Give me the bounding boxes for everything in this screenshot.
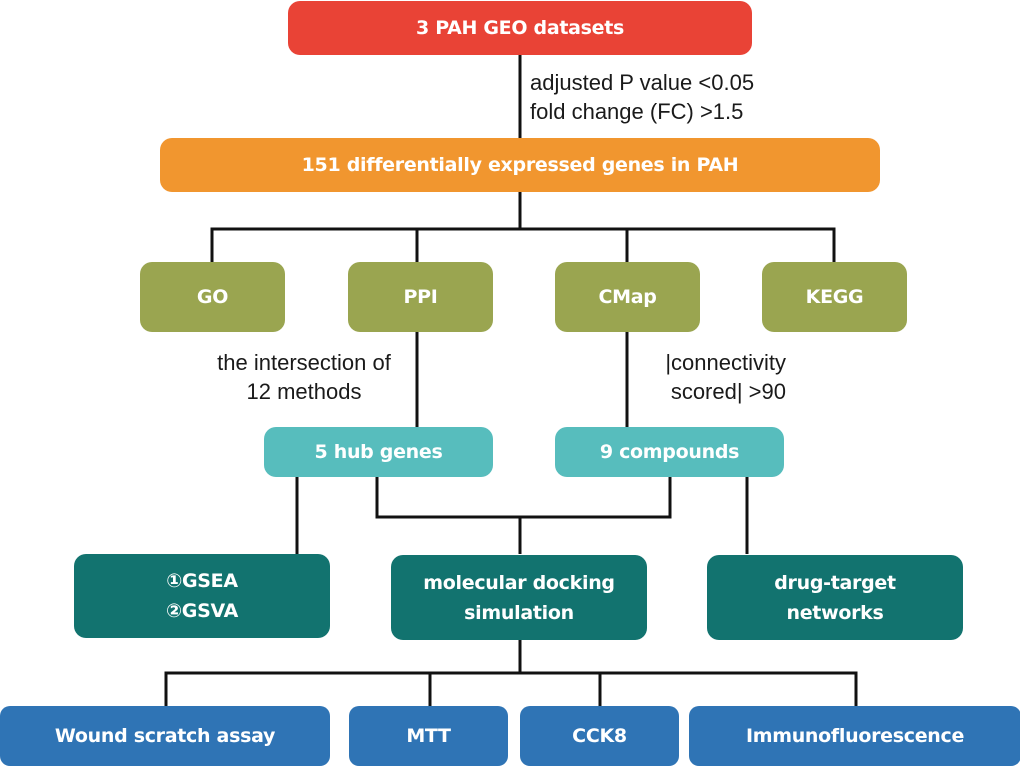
connector-hub-compounds-bus (375, 477, 672, 519)
node-mtt-label: MTT (406, 725, 451, 747)
node-mtt: MTT (349, 706, 508, 766)
node-drug-target-networks: drug-target networks (707, 555, 963, 640)
annotation-cmap-line2: scored| >90 (670, 379, 786, 404)
node-cck8-label: CCK8 (572, 725, 627, 747)
node-kegg: KEGG (762, 262, 907, 332)
annotation-ppi-line1: the intersection of (217, 350, 391, 375)
node-hub-genes-label: 5 hub genes (314, 441, 443, 463)
connector-validation-bus (164, 671, 858, 706)
annotation-deg-filter-line1: adjusted P value <0.05 (530, 70, 755, 95)
node-immunofluorescence-label: Immunofluorescence (745, 725, 965, 747)
annotation-ppi-line2: 12 methods (246, 379, 362, 404)
node-cmap-label: CMap (598, 286, 657, 308)
annotation-deg-filter: adjusted P value <0.05 fold change (FC) … (530, 68, 754, 126)
node-docking-line1: molecular docking (423, 571, 615, 594)
node-drug-target-line1: drug-target (774, 571, 896, 594)
node-ppi: PPI (348, 262, 493, 332)
node-degs: 151 differentially expressed genes in PA… (160, 138, 880, 192)
node-wound-scratch-label: Wound scratch assay (54, 725, 276, 747)
node-drug-target-line2: networks (786, 601, 884, 624)
node-gsea-gsva: ①GSEA ②GSVA (74, 554, 330, 638)
node-geo-datasets-label: 3 PAH GEO datasets (415, 17, 625, 39)
node-molecular-docking: molecular docking simulation (391, 555, 647, 640)
node-compounds-label: 9 compounds (599, 441, 740, 463)
node-wound-scratch: Wound scratch assay (0, 706, 330, 766)
node-degs-label: 151 differentially expressed genes in PA… (301, 154, 739, 176)
annotation-ppi-method: the intersection of 12 methods (200, 348, 408, 406)
node-ppi-label: PPI (403, 286, 438, 308)
node-go: GO (140, 262, 285, 332)
annotation-cmap-threshold: |connectivity scored| >90 (636, 348, 786, 406)
node-compounds: 9 compounds (555, 427, 784, 477)
node-cck8: CCK8 (520, 706, 679, 766)
node-geo-datasets: 3 PAH GEO datasets (288, 1, 752, 55)
annotation-cmap-line1: |connectivity (665, 350, 786, 375)
connector-analysis-bus (210, 227, 836, 262)
node-cmap: CMap (555, 262, 700, 332)
annotation-deg-filter-line2: fold change (FC) >1.5 (530, 99, 744, 124)
node-gsva-label: ②GSVA (166, 600, 238, 622)
node-docking-line2: simulation (464, 601, 574, 624)
node-go-label: GO (196, 286, 229, 308)
node-immunofluorescence: Immunofluorescence (689, 706, 1020, 766)
node-kegg-label: KEGG (805, 286, 864, 308)
node-gsea-label: ①GSEA (166, 570, 238, 592)
node-hub-genes: 5 hub genes (264, 427, 493, 477)
